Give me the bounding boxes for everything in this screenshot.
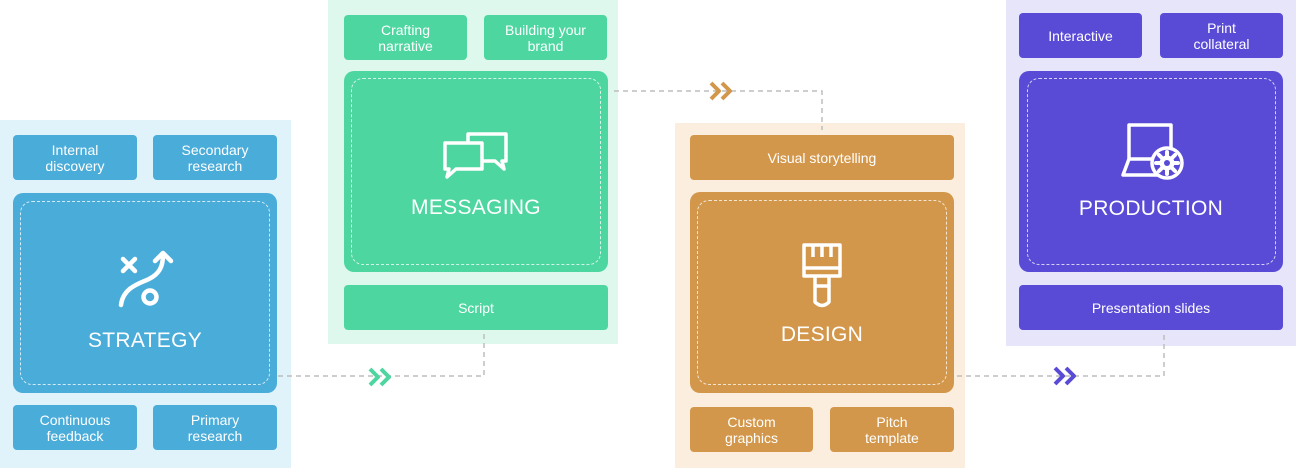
chat-bubbles-icon — [443, 132, 508, 179]
double-chevron-right-icon — [709, 81, 732, 101]
design-custom-graphics: Custom graphics — [690, 407, 813, 452]
design-title: DESIGN — [780, 323, 864, 346]
messaging-title: MESSAGING — [411, 196, 541, 219]
messaging-building-brand: Building your brand — [484, 15, 607, 60]
design-main-card: DESIGN — [690, 192, 954, 393]
strategy-title: STRATEGY — [87, 329, 203, 352]
paintbrush-icon — [802, 243, 842, 308]
strategy-secondary-research: Secondary research — [153, 135, 277, 180]
strategy-path-icon — [118, 250, 174, 308]
double-chevron-right-icon — [1053, 366, 1076, 386]
strategy-primary-research: Primary research — [153, 405, 277, 450]
double-chevron-right-icon — [368, 367, 391, 387]
strategy-internal-discovery: Internal discovery — [13, 135, 137, 180]
production-interactive: Interactive — [1019, 13, 1142, 58]
messaging-script: Script — [344, 285, 608, 330]
messaging-crafting-narrative: Crafting narrative — [344, 15, 467, 60]
production-main-card: PRODUCTION — [1019, 71, 1283, 272]
production-title: PRODUCTION — [1078, 197, 1224, 220]
connector-design-production — [957, 331, 1165, 377]
design-visual-storytelling: Visual storytelling — [690, 135, 954, 180]
strategy-continuous-feedback: Continuous feedback — [13, 405, 137, 450]
production-presentation-slides: Presentation slides — [1019, 285, 1283, 330]
strategy-main-card: STRATEGY — [13, 193, 277, 393]
connector-messaging-design — [614, 90, 823, 130]
production-print-collateral: Print collateral — [1160, 13, 1283, 58]
monitor-gear-icon — [1121, 123, 1184, 180]
messaging-main-card: MESSAGING — [344, 71, 608, 272]
connector-strategy-messaging — [278, 332, 485, 377]
design-pitch-template: Pitch template — [830, 407, 954, 452]
